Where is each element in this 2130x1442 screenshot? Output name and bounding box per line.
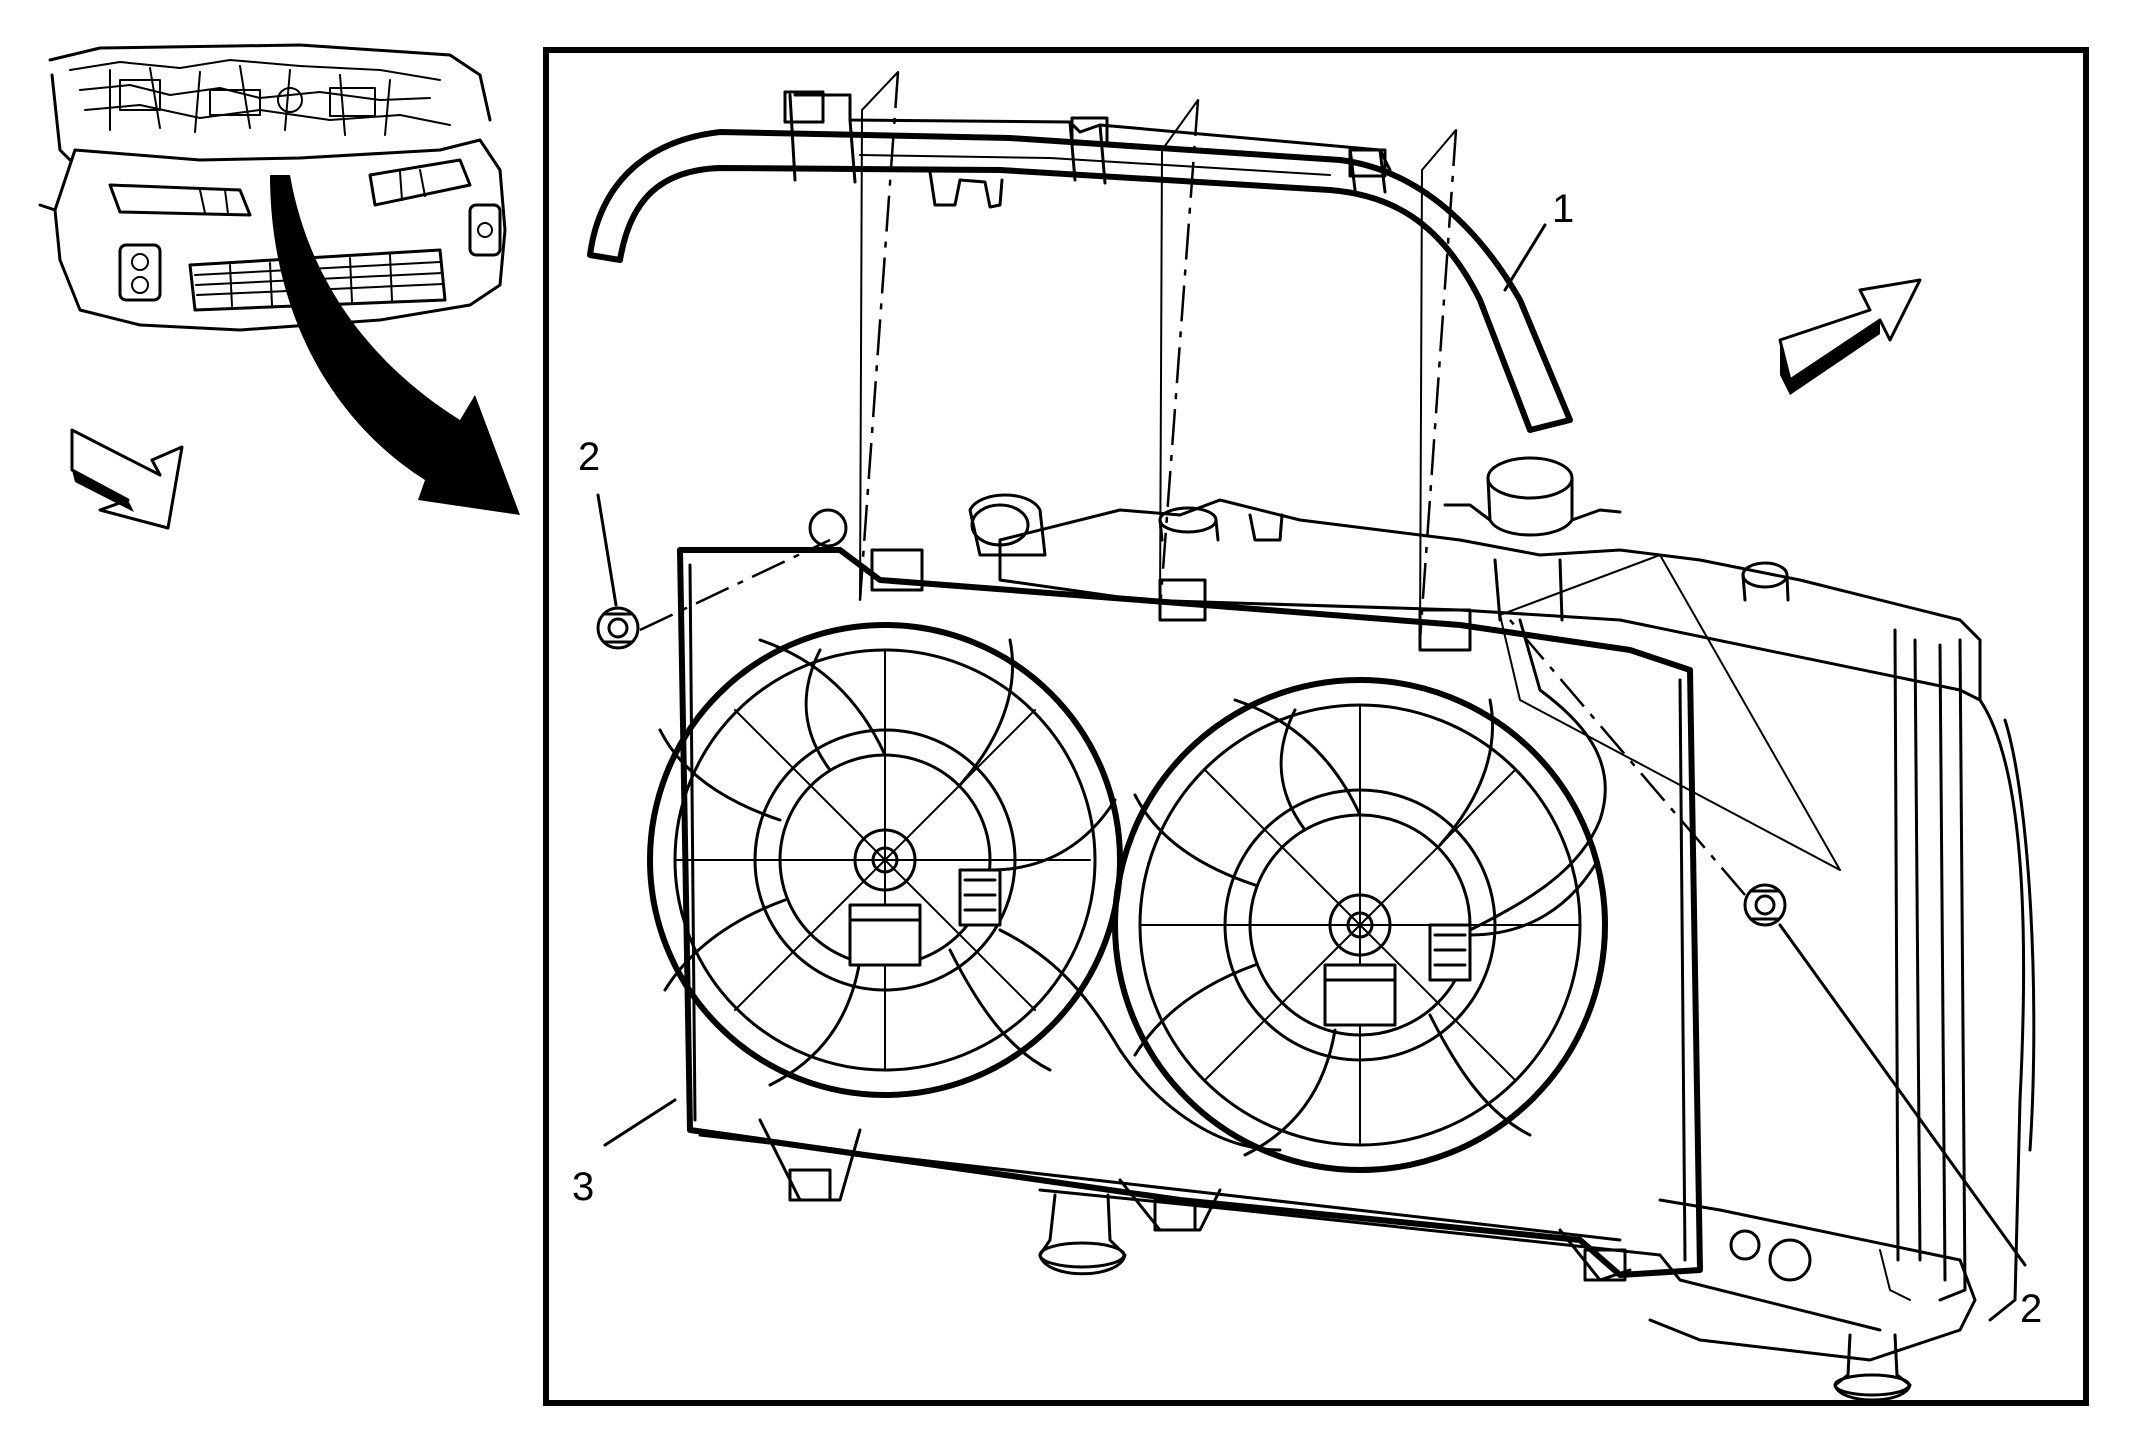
radiator — [968, 456, 2036, 1402]
callout-2-left: 2 — [578, 435, 618, 607]
lower-mount-bushings — [1038, 1193, 1912, 1402]
right-cooling-fan — [1112, 677, 1608, 1173]
callout-label-1: 1 — [1552, 187, 1574, 231]
radiator-cap — [1443, 456, 1622, 622]
nut-right — [1743, 883, 1787, 927]
forward-arrow-right — [1778, 278, 1922, 395]
alignment-lines — [858, 71, 1458, 641]
detail-frame — [543, 47, 2089, 1406]
forward-arrow-left — [70, 428, 184, 530]
callout-2-right: 2 — [1778, 923, 2042, 1331]
locator-arrow — [270, 175, 520, 515]
nut-right-guide — [1499, 554, 1841, 871]
nut-left — [596, 606, 640, 650]
right-fog-lamp — [468, 203, 502, 257]
nut-left-alignment — [639, 538, 831, 632]
callout-label-3: 3 — [572, 1165, 594, 1209]
engine-bay-detail — [69, 59, 451, 136]
left-fog-lamp — [118, 243, 162, 302]
upper-radiator-shroud — [587, 90, 1573, 433]
callout-label-2-right: 2 — [2020, 1287, 2042, 1331]
left-cooling-fan — [647, 622, 1123, 1098]
callout-label-2-left: 2 — [578, 435, 600, 479]
wiring-harness — [998, 928, 1282, 1152]
fan-shroud-assembly — [677, 547, 1703, 1282]
right-headlamp — [368, 158, 472, 207]
callout-3: 3 — [572, 1098, 677, 1209]
callout-1: 1 — [1503, 187, 1574, 292]
lower-grille — [188, 248, 447, 312]
left-headlamp — [108, 183, 252, 217]
vehicle-locator-inset — [38, 43, 520, 530]
